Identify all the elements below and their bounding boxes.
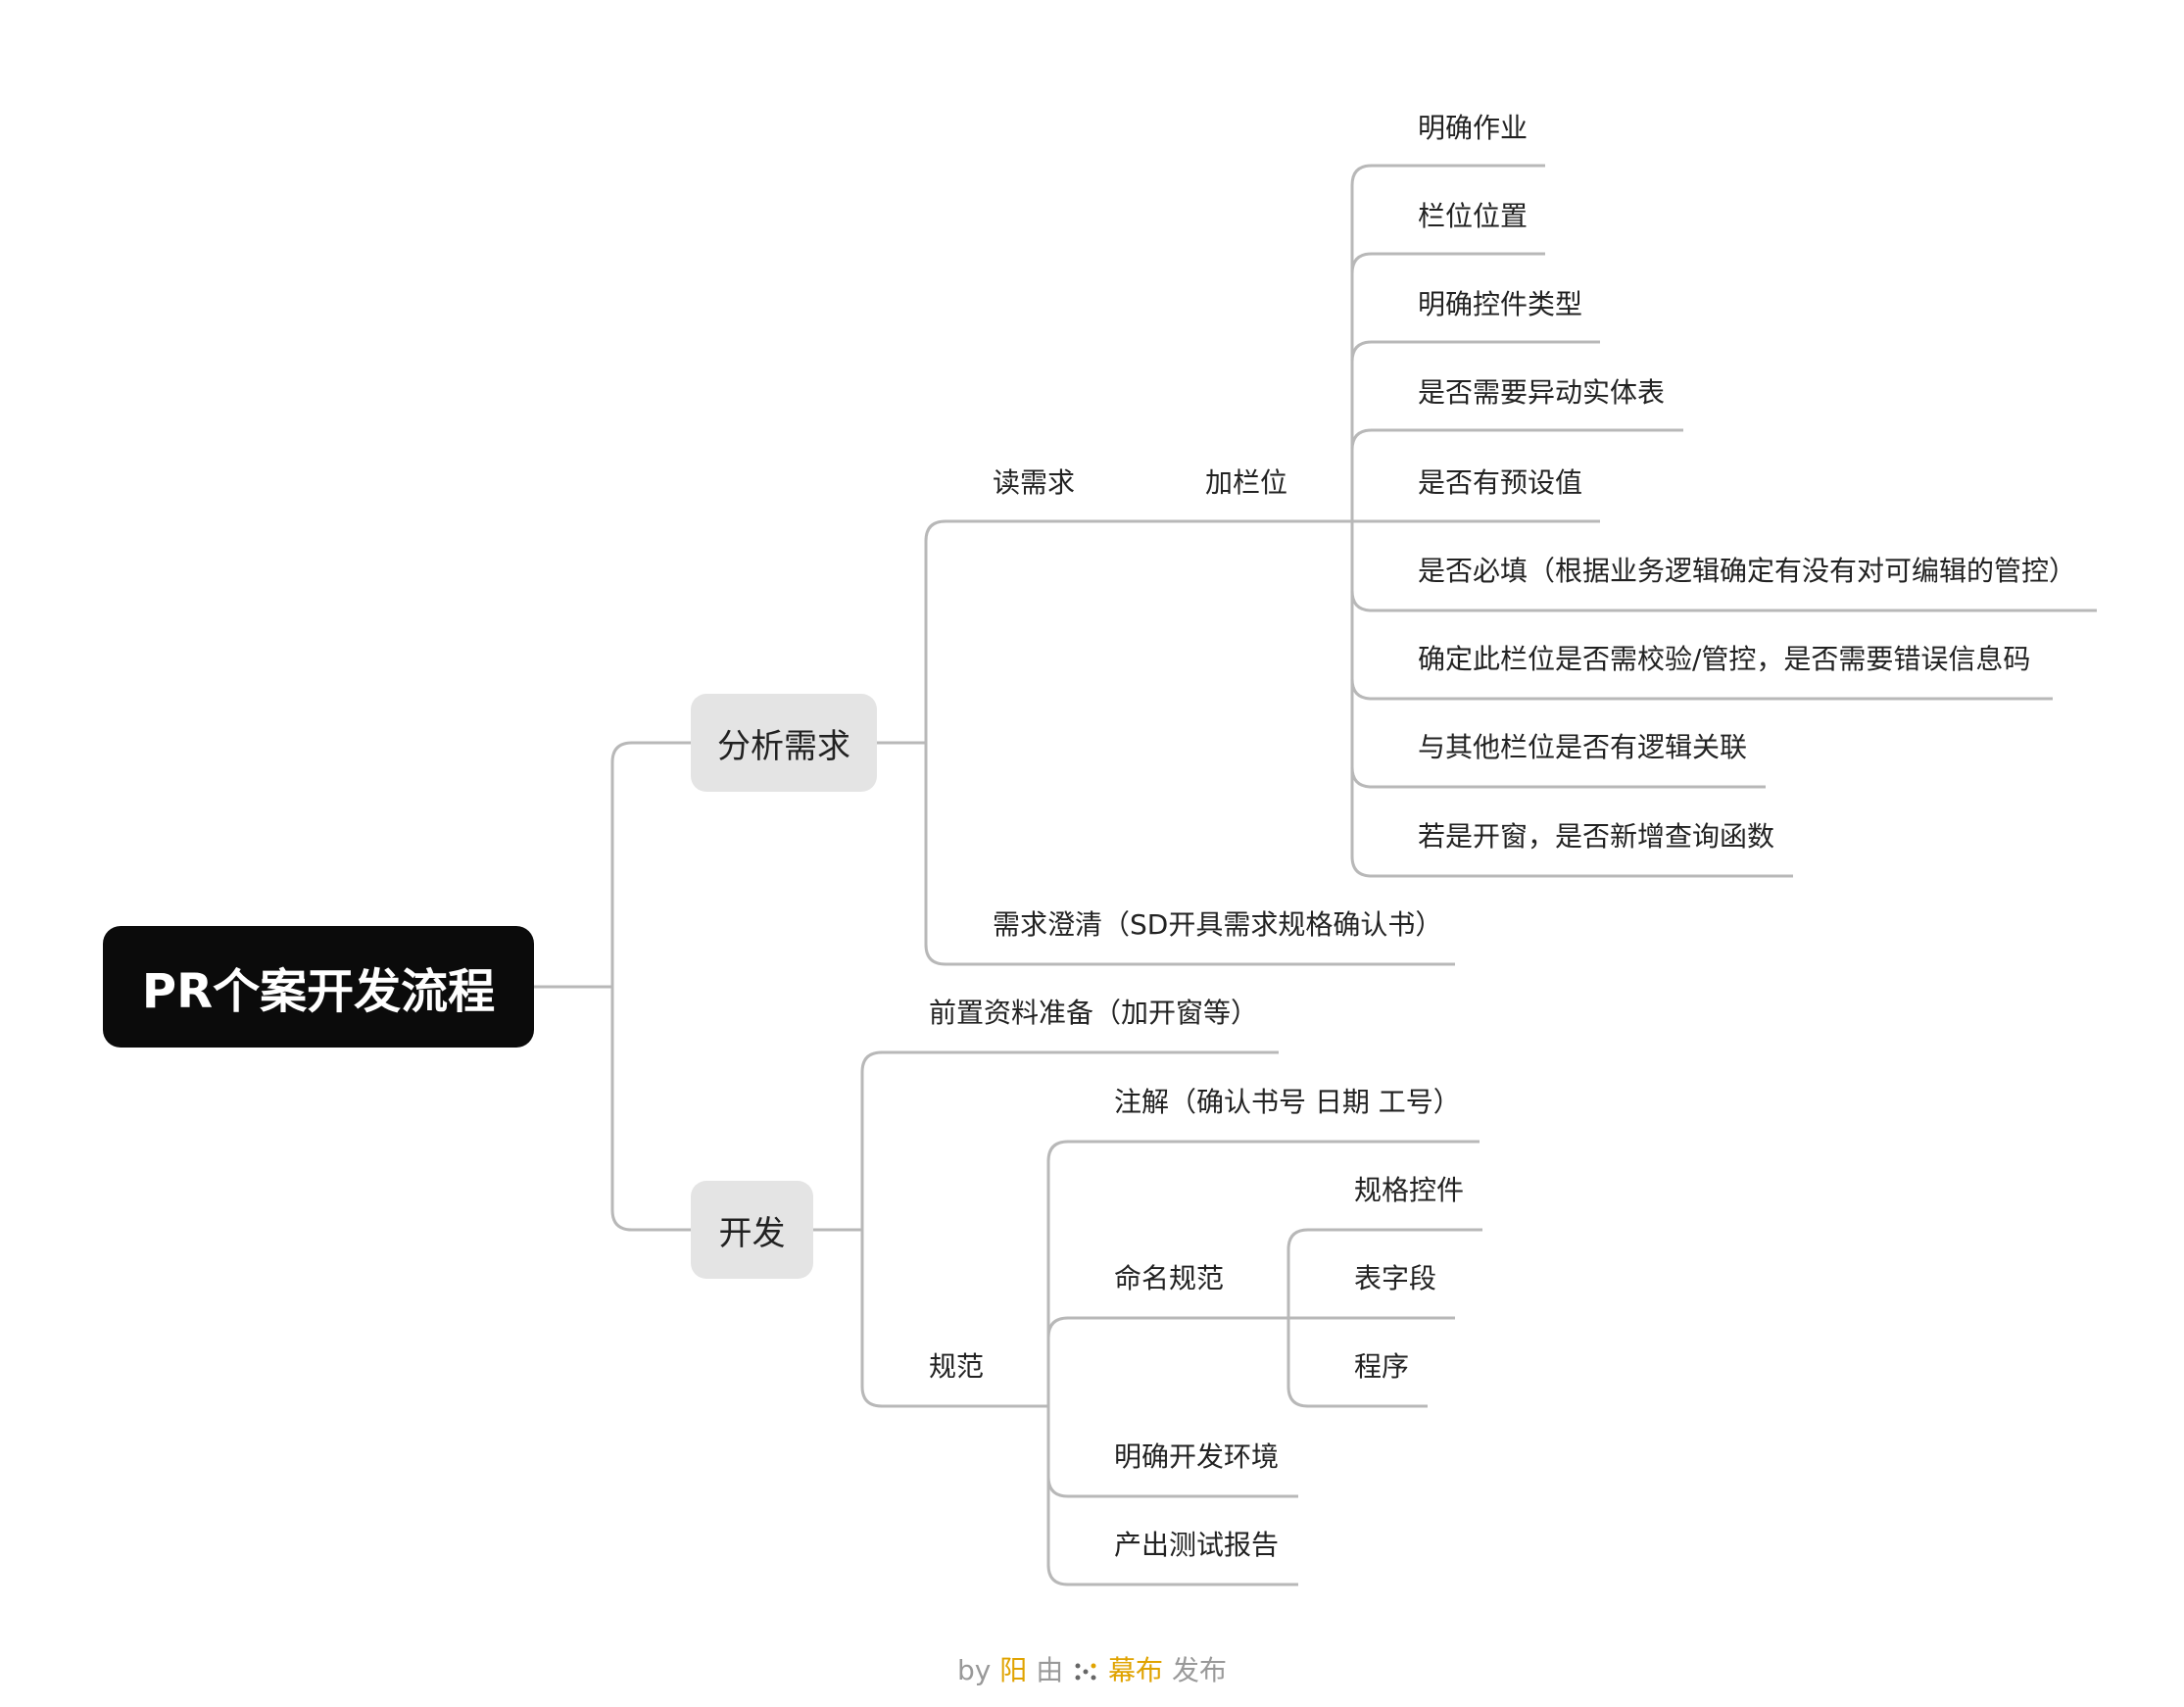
connector-clarify bbox=[924, 743, 1455, 966]
node-field-item-6[interactable]: 是否必填（根据业务逻辑确定有没有对可编辑的管控） bbox=[1418, 555, 2077, 587]
connector-field-trunk-down bbox=[1350, 521, 1793, 878]
node-field-item-5[interactable]: 是否有预设值 bbox=[1418, 466, 1583, 499]
node-field-item-9[interactable]: 若是开窗，是否新增查询函数 bbox=[1418, 820, 1775, 853]
connector-naming-trunk bbox=[1286, 1228, 1482, 1318]
node-naming-item-2[interactable]: 表字段 bbox=[1354, 1262, 1437, 1294]
footer-by: by bbox=[957, 1654, 992, 1686]
node-field-item-1[interactable]: 明确作业 bbox=[1418, 112, 1529, 144]
root-node[interactable]: PR个案开发流程 bbox=[103, 926, 534, 1048]
node-read-requirements[interactable]: 读需求 bbox=[993, 466, 1076, 499]
node-field-item-7[interactable]: 确定此栏位是否需校验/管控，是否需要错误信息码 bbox=[1418, 643, 2031, 675]
connector-field-3 bbox=[1350, 340, 1600, 363]
branch-dev-node[interactable]: 开发 bbox=[691, 1181, 813, 1279]
connector-spec-trunk bbox=[1046, 1140, 1480, 1406]
node-field-item-4[interactable]: 是否需要异动实体表 bbox=[1418, 376, 1666, 409]
node-dev-environment[interactable]: 明确开发环境 bbox=[1114, 1440, 1280, 1473]
connector-field-2 bbox=[1350, 252, 1545, 274]
footer-attribution: by 阳 由 幕布 发布 bbox=[0, 1649, 2184, 1688]
connector-field-trunk bbox=[1350, 164, 1545, 521]
node-field-item-8[interactable]: 与其他栏位是否有逻辑关联 bbox=[1418, 731, 1748, 763]
connector-root-dev bbox=[610, 987, 691, 1232]
node-naming-convention[interactable]: 命名规范 bbox=[1114, 1262, 1225, 1294]
connector-root-analysis bbox=[610, 741, 691, 987]
connector-read-req bbox=[924, 519, 1352, 743]
mubu-logo-icon bbox=[1075, 1663, 1096, 1681]
connector-env bbox=[1046, 1476, 1298, 1498]
footer-publish: 发布 bbox=[1171, 1654, 1227, 1686]
footer-author: 阳 bbox=[999, 1654, 1028, 1686]
connector-spec bbox=[860, 1230, 1048, 1408]
node-field-item-3[interactable]: 明确控件类型 bbox=[1418, 288, 1583, 320]
node-naming-item-3[interactable]: 程序 bbox=[1354, 1350, 1410, 1383]
connector-prep bbox=[860, 1050, 1279, 1230]
connector-field-8 bbox=[1350, 766, 1766, 789]
node-test-report[interactable]: 产出测试报告 bbox=[1114, 1529, 1280, 1561]
connector-field-4 bbox=[1350, 428, 1683, 451]
node-naming-item-1[interactable]: 规格控件 bbox=[1354, 1174, 1465, 1206]
footer-via: 由 bbox=[1036, 1654, 1064, 1686]
connector-spec-trunk-down bbox=[1046, 1406, 1298, 1586]
node-specification[interactable]: 规范 bbox=[929, 1350, 985, 1383]
connector-field-7 bbox=[1350, 678, 2053, 701]
branch-analysis-node[interactable]: 分析需求 bbox=[691, 694, 877, 792]
node-preparation[interactable]: 前置资料准备（加开窗等） bbox=[929, 997, 1259, 1029]
branch-dev-label: 开发 bbox=[718, 1213, 786, 1253]
connector-naming bbox=[1046, 1316, 1288, 1339]
connector-field-6 bbox=[1350, 590, 2097, 612]
node-comment[interactable]: 注解（确认书号 日期 工号） bbox=[1114, 1086, 1461, 1118]
node-add-field[interactable]: 加栏位 bbox=[1205, 466, 1288, 499]
root-label: PR个案开发流程 bbox=[141, 964, 496, 1019]
footer-brand[interactable]: 幕布 bbox=[1108, 1654, 1164, 1686]
connector-naming-3 bbox=[1286, 1318, 1428, 1408]
node-requirement-clarification[interactable]: 需求澄清（SD开具需求规格确认书） bbox=[993, 908, 1443, 941]
node-field-item-2[interactable]: 栏位位置 bbox=[1418, 200, 1529, 232]
branch-analysis-label: 分析需求 bbox=[717, 726, 850, 766]
